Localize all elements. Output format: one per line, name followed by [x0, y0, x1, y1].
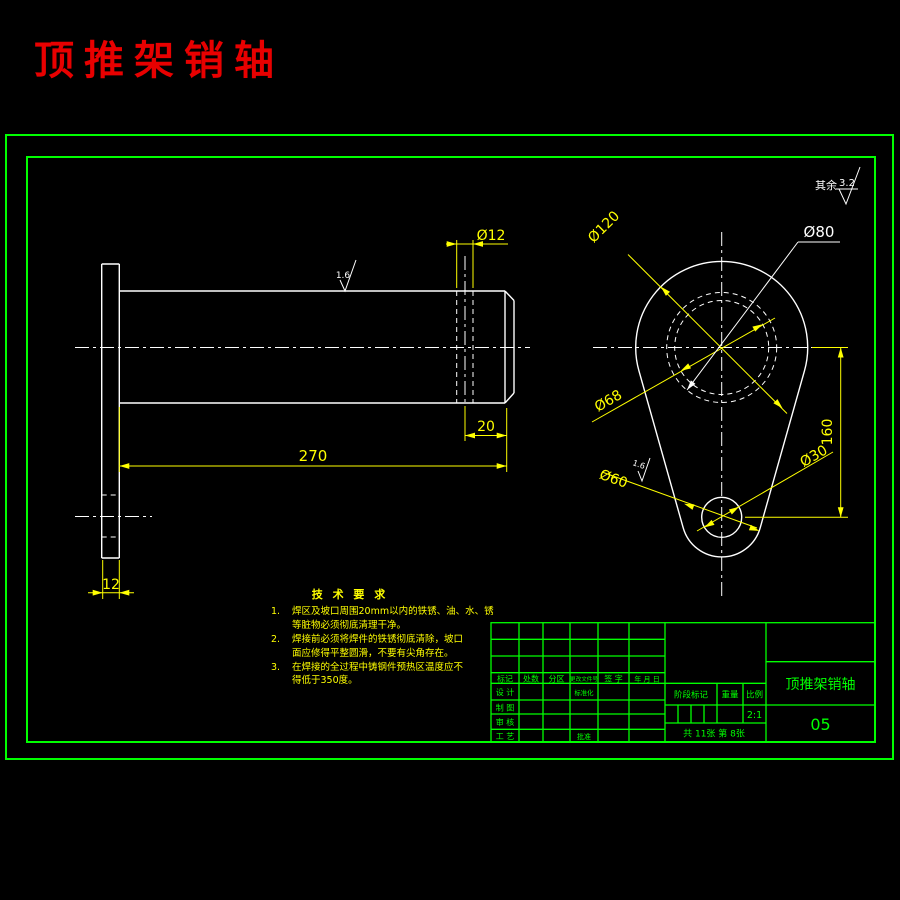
tb-standardization-label: 标准化 — [574, 688, 594, 697]
tb-row-label: 制 图 — [496, 703, 515, 713]
tb-scale-label: 比例 — [746, 690, 763, 701]
tb-header-cell: 年 月 日 — [634, 675, 659, 684]
side-roughness-symbol: 1.6 — [336, 259, 357, 293]
dim-plate-thickness: 12 — [102, 577, 120, 593]
front-view-dimensions: Ø120 Ø68 Ø80 Ø30 Ø60 1.6 — [585, 208, 848, 534]
tb-header-cell: 签 字 — [604, 674, 623, 684]
tech-req-line: 焊接前必须将焊件的铁锈彻底清除，坡口 — [292, 633, 463, 645]
tb-row-label: 设 计 — [496, 687, 515, 697]
tb-sheet-info: 共 11张 第 8张 — [683, 728, 745, 740]
technical-requirements: 技 术 要 求 1. 焊区及坡口周围20mm以内的铁锈、油、水、锈 等脏物必须彻… — [271, 587, 494, 686]
roughness-check-icon — [836, 166, 861, 206]
sheet-border — [5, 134, 894, 760]
page-title: 顶推架销轴 — [34, 37, 284, 84]
dim-hole-dia: Ø12 — [477, 228, 506, 244]
dim-boss-dia: Ø60 — [597, 467, 630, 492]
tech-req-title: 技 术 要 求 — [312, 587, 389, 601]
dim-total-length: 270 — [299, 447, 328, 465]
title-block: 标记 处数 分区 更改文件号 签 字 年 月 日 设 计 制 图 审 核 工 艺… — [490, 622, 876, 743]
roughness-value: 3.2 — [839, 178, 855, 189]
tb-header-cell: 更改文件号 — [570, 675, 598, 683]
tb-header-cell: 标记 — [497, 674, 513, 684]
tech-req-line: 面应修得平整圆滑，不要有尖角存在。 — [292, 647, 454, 659]
tb-header-cell: 处数 — [523, 674, 539, 684]
side-view-geometry — [75, 256, 530, 559]
tech-req-line: 焊区及坡口周围20mm以内的铁锈、油、水、锈 — [292, 605, 494, 617]
tb-header-cell: 分区 — [549, 675, 565, 684]
side-roughness-value: 1.6 — [336, 271, 351, 281]
tech-req-no: 3. — [271, 662, 280, 673]
tb-part-name: 顶推架销轴 — [786, 677, 856, 693]
tech-req-no: 2. — [271, 634, 280, 645]
general-roughness-note: 其余 3.2 — [815, 166, 861, 206]
tech-req-no: 1. — [271, 606, 280, 617]
tech-req-line: 等脏物必须彻底清理干净。 — [292, 619, 406, 631]
dim-small-hole-dia: Ø30 — [798, 442, 831, 470]
front-roughness-value: 1.6 — [631, 458, 646, 471]
side-view-dimensions: Ø12 20 270 12 — [88, 228, 508, 599]
roughness-prefix: 其余 — [815, 178, 837, 192]
tb-scale-value: 2:1 — [747, 710, 762, 721]
dim-shaft-dia: Ø80 — [804, 223, 835, 241]
tech-req-line: 在焊接的全过程中铸钢件预热区温度应不 — [292, 661, 464, 673]
dim-bore-dia: Ø68 — [592, 387, 625, 415]
tech-req-line: 得低于350度。 — [292, 674, 358, 686]
front-roughness-symbol — [637, 457, 651, 483]
dim-outer-dia: Ø120 — [585, 208, 623, 246]
dim-center-distance: 160 — [820, 419, 836, 446]
tb-approve-label: 批准 — [577, 732, 591, 741]
tb-row-label: 审 核 — [496, 717, 515, 727]
tb-drawing-number: 05 — [810, 715, 830, 734]
dim-end-length: 20 — [477, 419, 495, 435]
front-view-geometry — [593, 232, 815, 600]
tb-stage-label: 阶段标记 — [674, 690, 709, 701]
tb-row-label: 工 艺 — [496, 732, 515, 741]
tb-weight-label: 重量 — [721, 690, 739, 701]
